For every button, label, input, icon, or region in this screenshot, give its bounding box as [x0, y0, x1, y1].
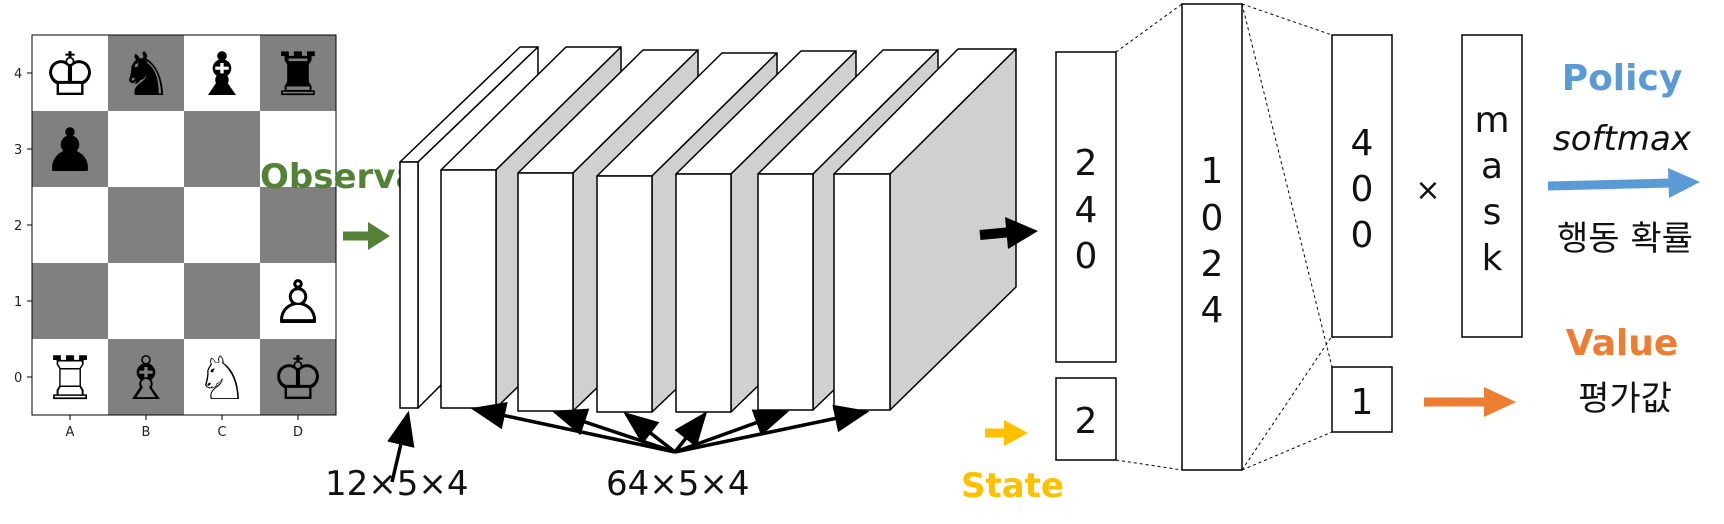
square [32, 35, 108, 111]
square [108, 339, 184, 415]
hidden-dims-label: 64×5×4 [606, 464, 750, 504]
y-tick-label: 0 [14, 371, 22, 386]
mask-layer [1461, 34, 1523, 338]
svg-text:2: 2 [1201, 244, 1224, 285]
x-tick-label: C [217, 425, 226, 440]
svg-text:s: s [1483, 192, 1502, 233]
hidden-conv-layer [833, 48, 1017, 411]
square [260, 35, 336, 111]
svg-text:0: 0 [1201, 198, 1224, 239]
svg-text:1: 1 [1201, 151, 1224, 192]
input-dims-label: 12×5×4 [325, 464, 469, 504]
svg-text:4: 4 [1075, 190, 1098, 231]
svg-text:4: 4 [1351, 123, 1374, 164]
square [184, 339, 260, 415]
black-rook-icon: ♜ [271, 40, 325, 110]
svg-text:4: 4 [1201, 290, 1224, 331]
square [184, 263, 260, 339]
board-y-ticks: 4 3 2 1 0 [14, 67, 32, 386]
white-king-icon: ♔ [43, 40, 97, 110]
value-arrow [1424, 387, 1516, 417]
square [108, 187, 184, 263]
square [32, 187, 108, 263]
board-x-ticks: A B C D [66, 415, 303, 440]
board-squares [32, 35, 336, 415]
square [32, 339, 108, 415]
svg-text:2: 2 [1075, 143, 1098, 184]
square [260, 187, 336, 263]
dense-layer-1024 [1181, 3, 1243, 471]
white-rook-icon: ♖ [43, 344, 97, 414]
x-tick-label: B [142, 425, 151, 440]
square [260, 339, 336, 415]
square [184, 35, 260, 111]
multiply-sign: × [1415, 173, 1440, 208]
x-tick-label: A [66, 425, 75, 440]
state-input-value: 2 [1075, 401, 1098, 442]
y-tick-label: 2 [14, 219, 22, 234]
mask-layer-text: m a s k [1474, 100, 1509, 279]
white-bishop-icon: ♗ [119, 344, 173, 414]
value-layer-value: 1 [1351, 382, 1374, 423]
policy-arrow [1547, 168, 1700, 198]
svg-text:0: 0 [1351, 215, 1374, 256]
black-pawn-icon: ♟ [43, 116, 97, 186]
dense-layer-1024-text: 1 0 2 4 [1201, 151, 1224, 331]
square [108, 35, 184, 111]
square [260, 263, 336, 339]
black-knight-icon: ♞ [119, 40, 173, 110]
x-tick-label: D [293, 425, 303, 440]
board-pieces: ♔ ♞ ♝ ♜ ♟ ♙ ♖ ♗ ♘ ♔ [43, 40, 325, 414]
svg-text:a: a [1481, 146, 1503, 187]
y-tick-label: 3 [14, 143, 22, 158]
svg-text:k: k [1482, 238, 1503, 279]
dense-layer-240-text: 2 4 0 [1075, 143, 1098, 277]
square [184, 187, 260, 263]
square [32, 111, 108, 187]
square [108, 111, 184, 187]
softmax-label: softmax [1553, 119, 1692, 159]
y-tick-label: 1 [14, 295, 22, 310]
white-knight-icon: ♘ [195, 344, 249, 414]
policy-label: Policy [1562, 58, 1683, 99]
policy-layer-400-text: 4 0 0 [1351, 123, 1374, 256]
observation-arrow [343, 222, 390, 250]
dense-connectors [1115, 3, 1333, 471]
square [108, 263, 184, 339]
conv-stack [399, 46, 1017, 413]
policy-layer-400 [1331, 34, 1393, 338]
dense-layer-240 [1055, 51, 1117, 363]
state-label: State [961, 466, 1064, 506]
dimension-arrows [387, 401, 870, 483]
black-bishop-icon: ♝ [195, 40, 249, 110]
state-input-2 [1055, 377, 1117, 461]
state-arrow [985, 420, 1028, 446]
white-pawn-icon: ♙ [271, 268, 325, 338]
square [32, 263, 108, 339]
svg-text:m: m [1474, 100, 1509, 141]
policy-description: 행동 확률 [1557, 219, 1693, 259]
value-label: Value [1566, 323, 1679, 364]
chess-board: ♔ ♞ ♝ ♜ ♟ ♙ ♖ ♗ ♘ ♔ 4 3 2 1 0 [14, 34, 337, 440]
flatten-arrow [979, 217, 1038, 249]
white-king-icon: ♔ [271, 344, 325, 414]
svg-text:0: 0 [1075, 236, 1098, 277]
value-description: 평가값 [1578, 379, 1672, 419]
square [184, 111, 260, 187]
value-layer-1 [1331, 366, 1393, 433]
square [260, 111, 336, 187]
y-tick-label: 4 [14, 67, 22, 82]
svg-text:0: 0 [1351, 169, 1374, 210]
